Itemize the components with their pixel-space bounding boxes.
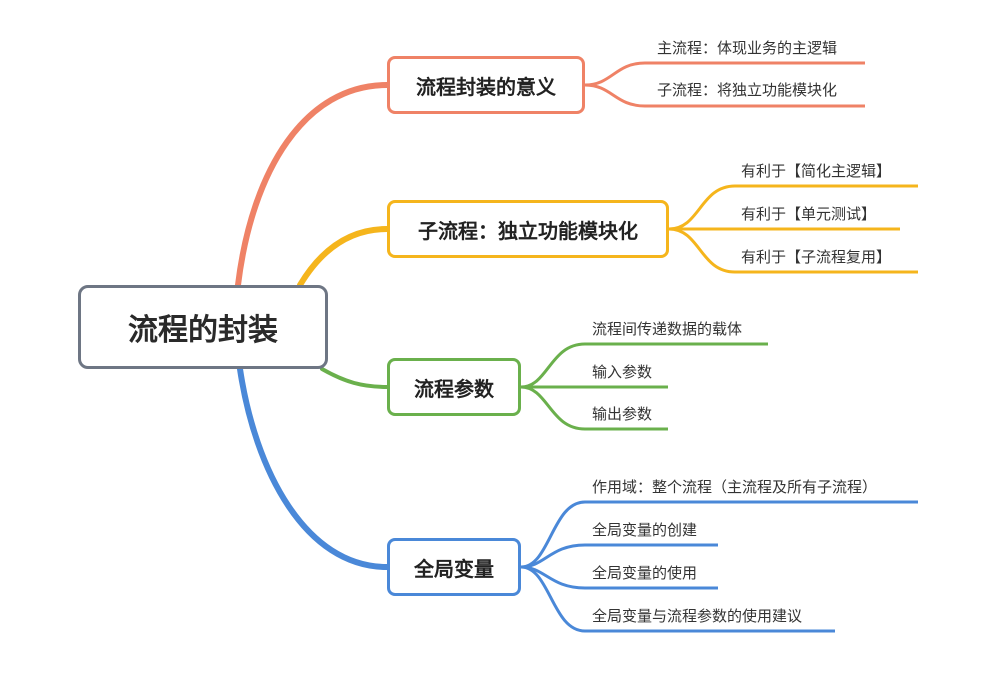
leaf-scope[interactable]: 作用域：整个流程（主流程及所有子流程） [592, 478, 878, 496]
connector-b4-leaf-1 [520, 500, 918, 569]
connector-root-branch-4 [237, 366, 390, 570]
branch-node-global-variables[interactable]: 全局变量 [387, 538, 521, 596]
connector-b1-leaf-2 [584, 83, 865, 108]
connector-root-branch-3 [320, 367, 389, 389]
leaf-use-global-variable[interactable]: 全局变量的使用 [592, 564, 698, 582]
connector-b4-leaf-2 [520, 543, 718, 569]
branch-node-parameters[interactable]: 流程参数 [387, 358, 521, 416]
leaf-unit-testing[interactable]: 有利于【单元测试】 [741, 205, 877, 223]
connector-root-branch-1 [235, 82, 390, 288]
leaf-simplify-main-logic[interactable]: 有利于【简化主逻辑】 [741, 162, 892, 180]
connector-b3-leaf-3 [520, 385, 668, 431]
leaf-create-global-variable[interactable]: 全局变量的创建 [592, 521, 698, 539]
leaf-data-carrier[interactable]: 流程间传递数据的载体 [592, 320, 743, 338]
connector-b3-leaf-1 [520, 342, 768, 389]
leaf-subprocess[interactable]: 子流程：将独立功能模块化 [657, 81, 838, 99]
leaf-subprocess-reuse[interactable]: 有利于【子流程复用】 [741, 248, 892, 266]
branch-node-significance[interactable]: 流程封装的意义 [387, 56, 585, 114]
leaf-usage-recommendation[interactable]: 全局变量与流程参数的使用建议 [592, 607, 803, 625]
leaf-input-parameters[interactable]: 输入参数 [592, 363, 653, 381]
connector-b4-leaf-4 [520, 565, 835, 633]
leaf-output-parameters[interactable]: 输出参数 [592, 405, 653, 423]
leaf-main-process[interactable]: 主流程：体现业务的主逻辑 [657, 39, 838, 57]
root-node[interactable]: 流程的封装 [78, 285, 328, 369]
connector-b2-leaf-1 [668, 184, 918, 231]
branch-node-subprocess[interactable]: 子流程：独立功能模块化 [387, 200, 669, 258]
connector-root-branch-2 [297, 226, 390, 288]
connector-b2-leaf-3 [668, 227, 918, 274]
